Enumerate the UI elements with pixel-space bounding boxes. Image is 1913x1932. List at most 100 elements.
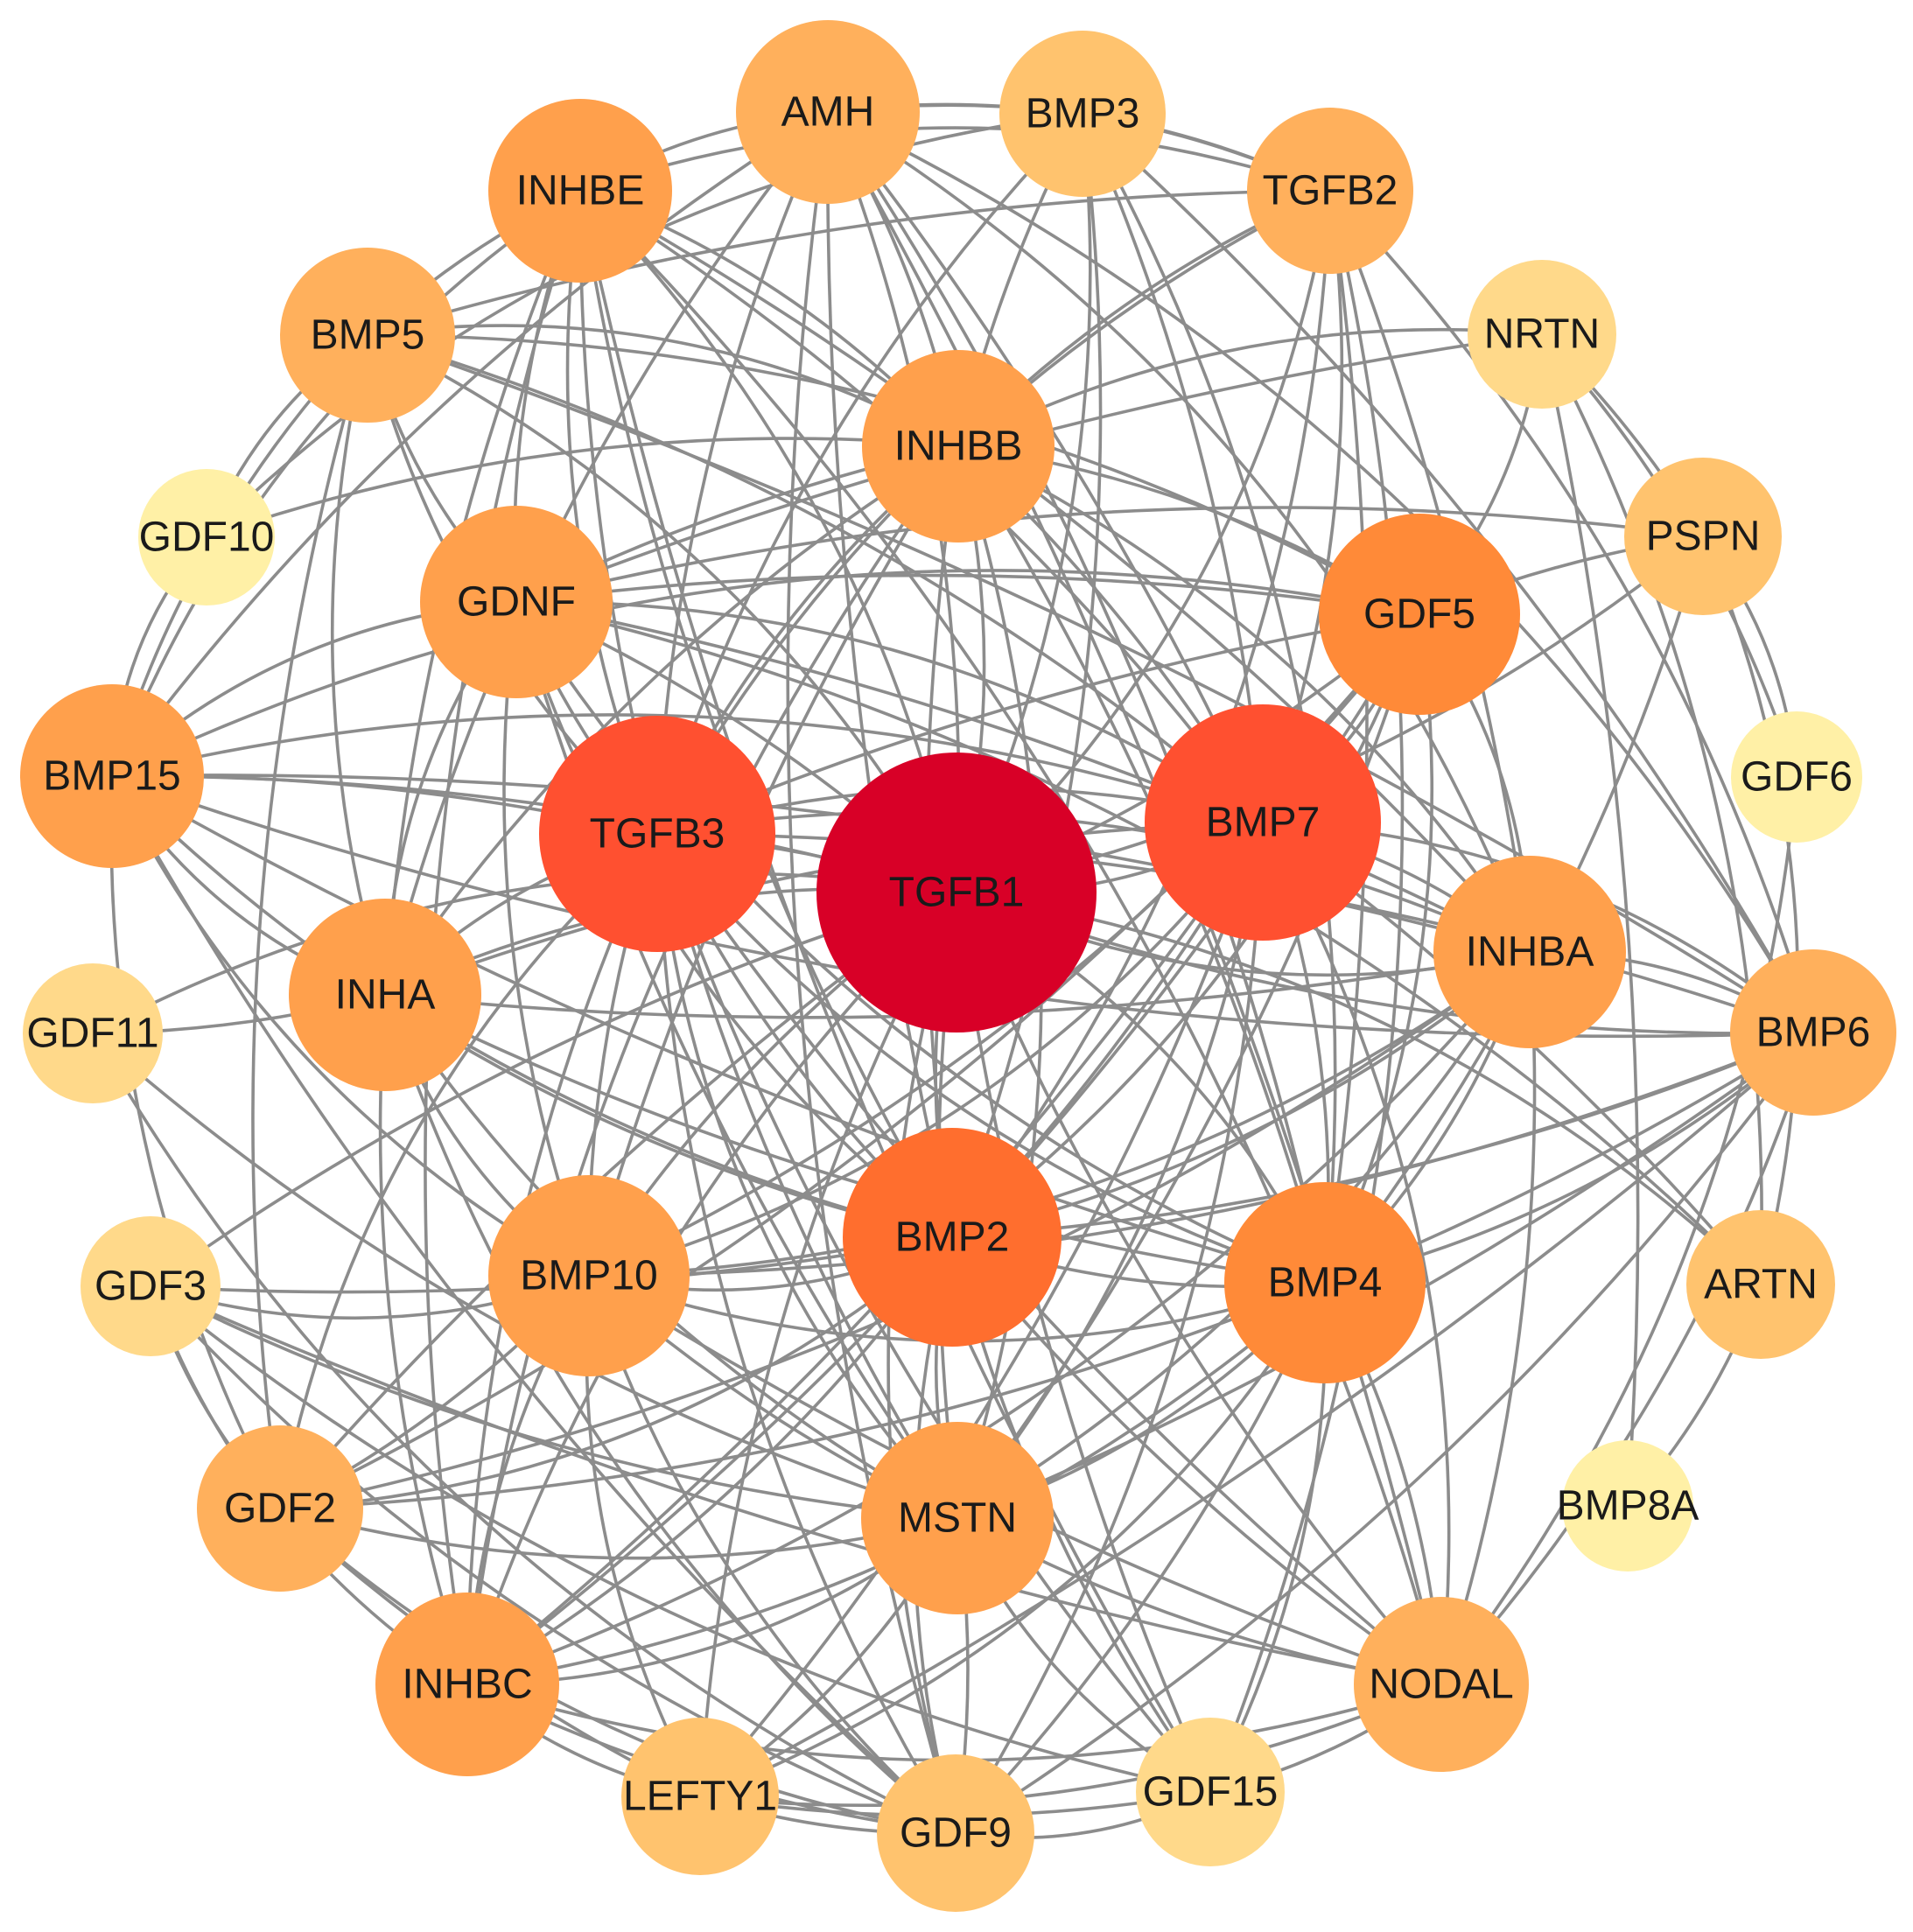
node-bmp15[interactable]: BMP15	[20, 684, 204, 868]
node-label: TGFB3	[590, 811, 725, 858]
node-circle[interactable]	[861, 1422, 1054, 1614]
node-gdf11[interactable]: GDF11	[23, 963, 163, 1103]
node-tgfb3[interactable]: TGFB3	[539, 716, 775, 952]
node-circle[interactable]	[20, 684, 204, 868]
node-inhba[interactable]: INHBA	[1433, 856, 1626, 1048]
node-inha[interactable]: INHA	[289, 899, 481, 1091]
edge-inhbe-tgfb2	[579, 126, 1331, 192]
node-circle[interactable]	[621, 1718, 779, 1875]
node-gdf15[interactable]: GDF15	[1136, 1718, 1285, 1866]
node-bmp2[interactable]: BMP2	[843, 1128, 1062, 1347]
node-pspn[interactable]: PSPN	[1624, 458, 1782, 615]
node-label: GDF15	[1143, 1769, 1279, 1816]
node-circle[interactable]	[539, 716, 775, 952]
edge-bmp10-bmp15	[110, 775, 590, 1278]
edge-bmp7-nodal	[1261, 822, 1451, 1685]
node-gdf10[interactable]: GDF10	[138, 469, 275, 606]
node-amh[interactable]: AMH	[736, 20, 920, 204]
node-tgfb1[interactable]: TGFB1	[816, 752, 1097, 1032]
node-circle[interactable]	[1686, 1210, 1835, 1359]
node-gdf3[interactable]: GDF3	[81, 1216, 221, 1356]
node-nrtn[interactable]: NRTN	[1468, 260, 1616, 409]
node-circle[interactable]	[488, 1175, 690, 1376]
node-gdf9[interactable]: GDF9	[877, 1754, 1034, 1912]
edge-inha-inhbc	[378, 994, 469, 1685]
node-circle[interactable]	[736, 20, 920, 204]
node-circle[interactable]	[1433, 856, 1626, 1048]
node-label: INHBC	[402, 1662, 532, 1708]
node-circle[interactable]	[816, 752, 1097, 1032]
node-circle[interactable]	[1468, 260, 1616, 409]
edge-bmp5-gdf2	[251, 334, 369, 1509]
node-circle[interactable]	[1319, 514, 1520, 715]
node-bmp5[interactable]: BMP5	[280, 248, 455, 423]
edge-nodal-lefty1	[699, 1683, 1442, 1807]
node-bmp10[interactable]: BMP10	[488, 1175, 690, 1376]
node-circle[interactable]	[862, 350, 1055, 542]
node-circle[interactable]	[23, 963, 163, 1103]
node-tgfb2[interactable]: TGFB2	[1247, 108, 1413, 274]
node-circle[interactable]	[81, 1216, 221, 1356]
edge-gdf11-gdf9	[91, 1032, 956, 1835]
node-circle[interactable]	[280, 248, 455, 423]
node-label: GDF6	[1741, 754, 1853, 801]
node-circle[interactable]	[1562, 1440, 1693, 1572]
edge-artn-nrtn	[1540, 333, 1763, 1285]
edge-bmp6-gdf9	[955, 1031, 1815, 1835]
node-bmp4[interactable]: BMP4	[1224, 1182, 1426, 1383]
node-mstn[interactable]: MSTN	[861, 1422, 1054, 1614]
node-label: INHBB	[894, 424, 1023, 470]
node-label: BMP8A	[1557, 1483, 1699, 1530]
node-artn[interactable]: ARTN	[1686, 1210, 1835, 1359]
node-lefty1[interactable]: LEFTY1	[621, 1718, 779, 1875]
edge-gdf3-gdf15	[149, 1284, 1211, 1794]
node-circle[interactable]	[1624, 458, 1782, 615]
node-circle[interactable]	[138, 469, 275, 606]
node-circle[interactable]	[375, 1592, 559, 1776]
node-circle[interactable]	[1731, 711, 1862, 843]
node-circle[interactable]	[843, 1128, 1062, 1347]
node-circle[interactable]	[1354, 1597, 1529, 1772]
node-bmp6[interactable]: BMP6	[1730, 949, 1896, 1116]
node-bmp7[interactable]: BMP7	[1145, 704, 1381, 941]
node-circle[interactable]	[1224, 1182, 1426, 1383]
node-label: INHA	[335, 972, 436, 1018]
node-nodal[interactable]: NODAL	[1354, 1597, 1529, 1772]
node-circle[interactable]	[197, 1425, 363, 1592]
edge-inhbe-nodal	[578, 189, 1443, 1685]
node-label: PSPN	[1646, 514, 1761, 560]
edge-tgfb1-gdf9	[886, 892, 958, 1834]
node-circle[interactable]	[1247, 108, 1413, 274]
edge-bmp7-gdf9	[954, 822, 1265, 1834]
node-bmp3[interactable]: BMP3	[999, 31, 1166, 197]
edge-inhbe-bmp15	[110, 189, 582, 777]
node-circle[interactable]	[1145, 704, 1381, 941]
node-gdf5[interactable]: GDF5	[1319, 514, 1520, 715]
node-bmp8a[interactable]: BMP8A	[1557, 1440, 1699, 1572]
node-circle[interactable]	[1136, 1718, 1285, 1866]
edge-mstn-gdf2	[279, 1507, 958, 1560]
node-circle[interactable]	[999, 31, 1166, 197]
node-circle[interactable]	[1730, 949, 1896, 1116]
node-gdnf[interactable]: GDNF	[420, 506, 613, 698]
edge-bmp5-tgfb2	[367, 189, 1331, 337]
edge-gdf5-bmp15	[111, 569, 1420, 778]
node-gdf2[interactable]: GDF2	[197, 1425, 363, 1592]
node-inhbc[interactable]: INHBC	[375, 1592, 559, 1776]
node-label: GDF9	[900, 1810, 1012, 1857]
node-inhbe[interactable]: INHBE	[488, 99, 672, 283]
edge-bmp7-lefty1	[698, 822, 1265, 1798]
node-circle[interactable]	[289, 899, 481, 1091]
node-inhbb[interactable]: INHBB	[862, 350, 1055, 542]
node-circle[interactable]	[420, 506, 613, 698]
node-gdf6[interactable]: GDF6	[1731, 711, 1862, 843]
node-label: GDNF	[457, 579, 576, 626]
node-circle[interactable]	[488, 99, 672, 283]
edge-bmp2-bmp15	[110, 774, 953, 1239]
node-label: NRTN	[1484, 312, 1600, 358]
edge-inhba-amh	[827, 110, 1531, 953]
node-circle[interactable]	[877, 1754, 1034, 1912]
